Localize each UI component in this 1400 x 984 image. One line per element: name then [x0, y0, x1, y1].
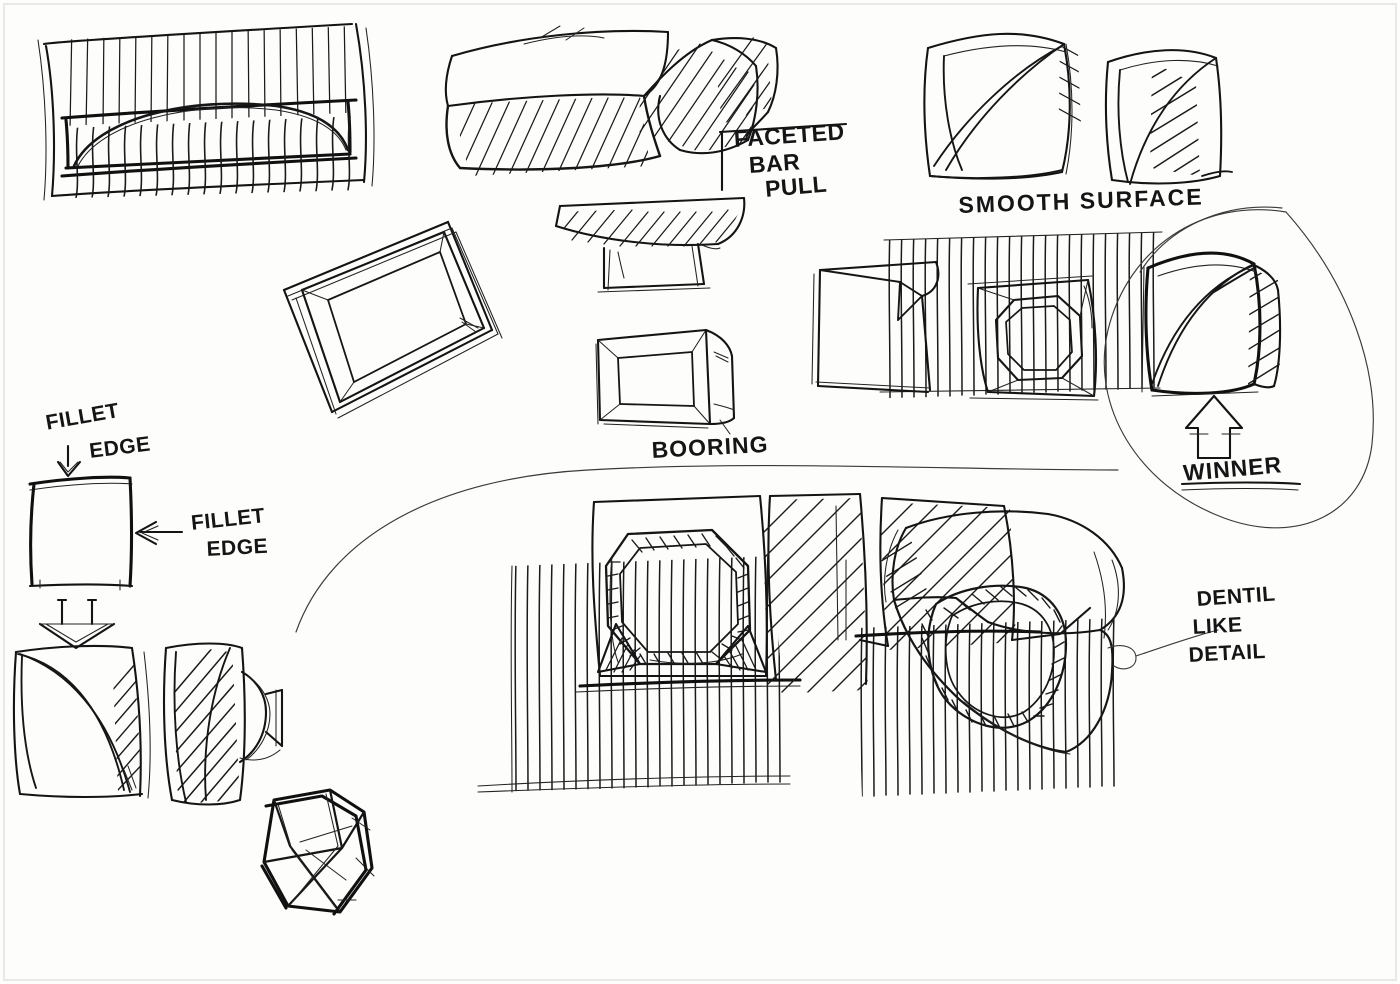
sketch-cube-study-right — [1104, 49, 1233, 185]
lasso-circle — [1103, 206, 1374, 529]
sketch-fillet-swept-right — [162, 642, 284, 806]
sketch-winner-cube — [1141, 251, 1302, 491]
sketch-faceted-gem — [260, 788, 375, 916]
sketch-cabinet-front-study — [811, 231, 1163, 401]
sketch-octagon-pull-elevation — [477, 492, 1115, 797]
paper-edge — [3, 3, 1397, 981]
sketch-tilted-frame-tray — [282, 220, 503, 419]
sketch-cube-study-left — [923, 32, 1082, 180]
sketch-fillet-square-plan — [28, 444, 184, 650]
sketch-faceted-bar-pull — [444, 25, 848, 192]
sketch-sweep-line-lower — [295, 464, 1119, 633]
sketch-arched-recess-pull — [37, 22, 375, 201]
sketch-fillet-swept-left — [12, 644, 151, 799]
sketch-square-recess-knob — [595, 328, 736, 435]
sketch-pedestal-knob-side — [554, 196, 746, 293]
